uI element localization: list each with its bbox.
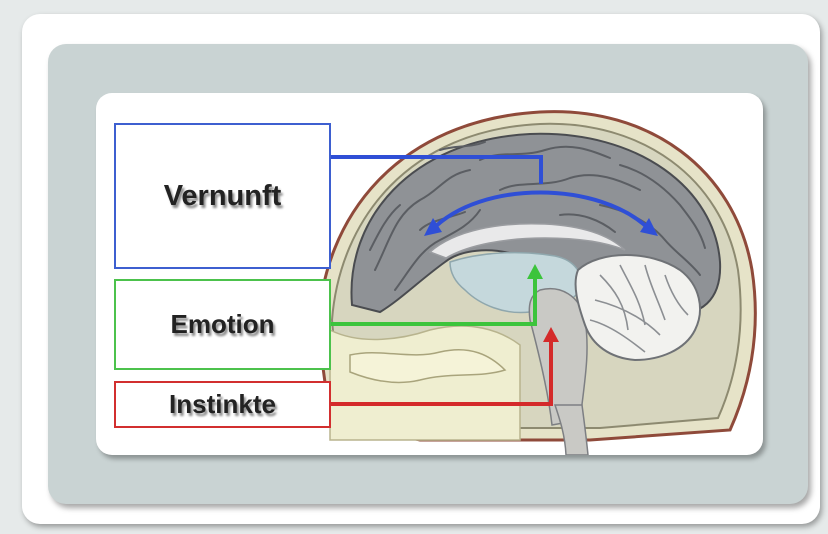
instinkte-label: Instinkte <box>114 381 331 428</box>
emotion-label: Emotion <box>114 279 331 370</box>
vernunft-label: Vernunft <box>114 123 331 269</box>
skull-base <box>330 326 520 440</box>
